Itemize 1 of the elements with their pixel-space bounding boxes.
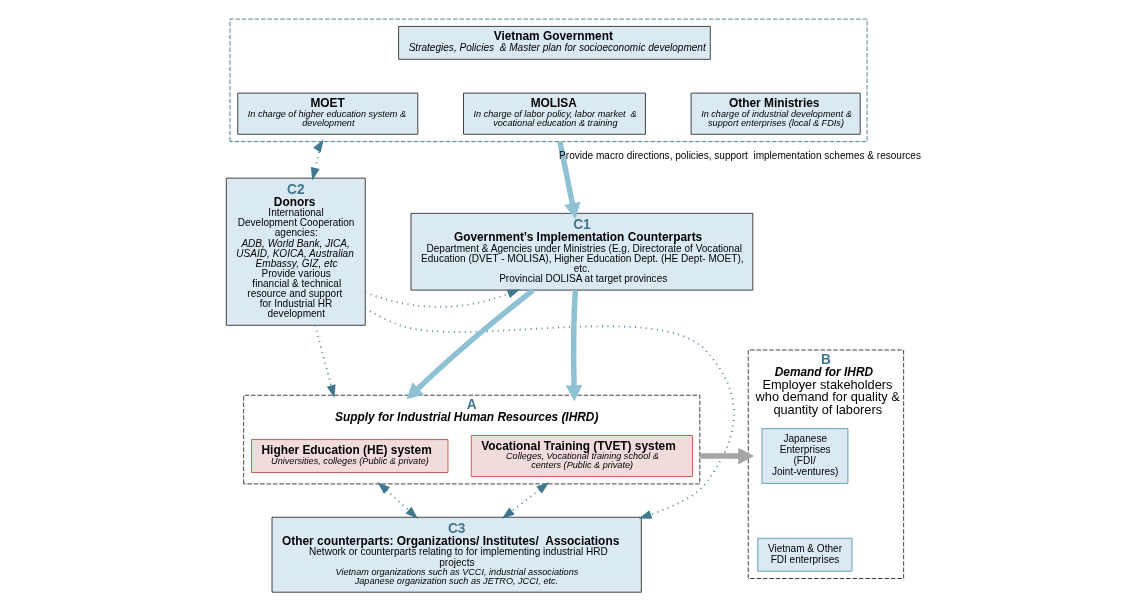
edge-label: Provide macro directions, policies, support implementation schemes & resources (559, 149, 921, 161)
